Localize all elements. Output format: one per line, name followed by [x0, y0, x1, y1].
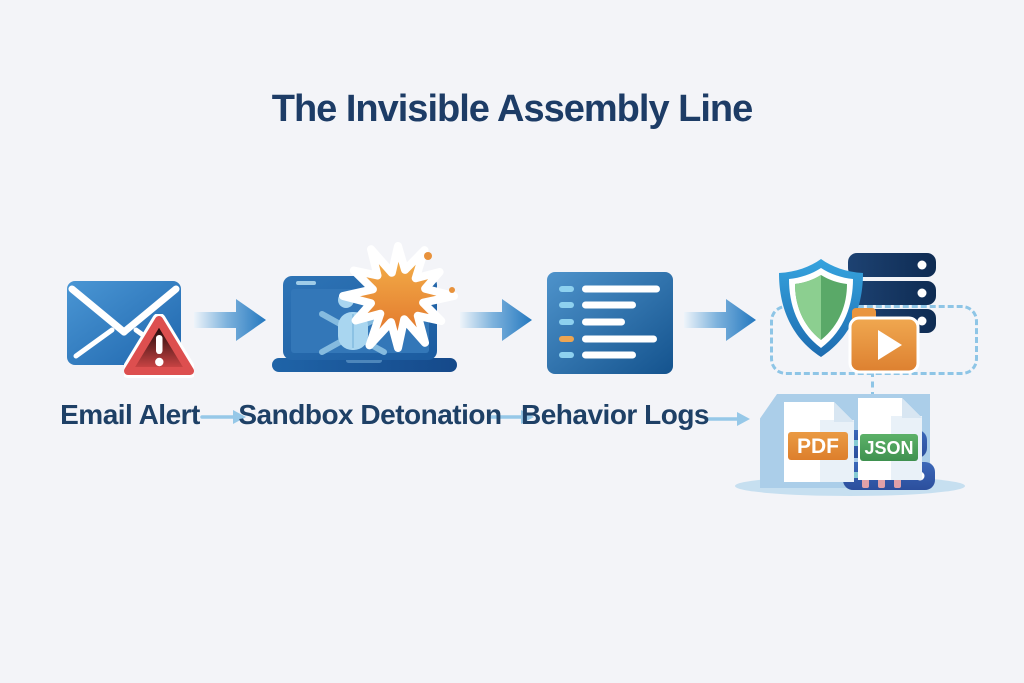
- server-pin: [862, 476, 869, 488]
- page-title: The Invisible Assembly Line: [271, 88, 754, 130]
- label-arrow-icon: [704, 412, 750, 426]
- json-label: JSON: [864, 438, 913, 458]
- warning-icon: [124, 314, 194, 378]
- behavior-logs-icon: [547, 272, 673, 374]
- dashed-connector-line: [871, 371, 874, 398]
- play-icon: [878, 330, 902, 360]
- server-pin: [894, 476, 901, 488]
- flow-arrow-icon: [684, 299, 756, 341]
- shield-icon: [779, 259, 863, 357]
- server-pin: [878, 476, 885, 488]
- flow-arrow-icon: [194, 299, 266, 341]
- explosion-icon: [339, 242, 458, 352]
- label-arrow-icon: [200, 410, 246, 424]
- stage-label-behavior-logs: Behavior Logs: [521, 399, 709, 430]
- stage-label-email-alert: Email Alert: [60, 399, 200, 430]
- pdf-label: PDF: [797, 435, 839, 458]
- pdf-file-icon: PDF: [784, 402, 854, 482]
- label-arrow-icon: [488, 410, 534, 424]
- flow-arrow-icon: [460, 299, 532, 341]
- media-folder-icon: [848, 308, 920, 374]
- stage-label-sandbox-detonation: Sandbox Detonation: [238, 399, 502, 430]
- json-file-icon: JSON: [858, 398, 922, 480]
